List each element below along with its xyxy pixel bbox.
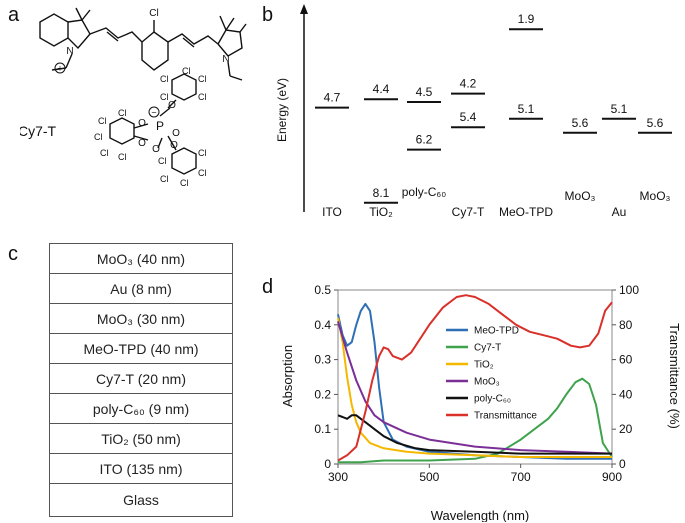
p-atom: P (156, 119, 164, 133)
energy-level-label: 4.5 (416, 85, 433, 99)
material-label: Cy7-T (452, 205, 485, 219)
cl-atom: Cl (160, 74, 169, 84)
x-tick-label: 300 (328, 470, 348, 484)
panel-letter-b: b (262, 4, 274, 26)
panel-letter-d: d (262, 276, 274, 298)
molecule-label: Cy7-T (20, 123, 57, 139)
stack-layer: MoO₃ (30 nm) (50, 304, 232, 334)
stack-layer: MoO₃ (40 nm) (50, 244, 232, 274)
cl-atom: Cl (182, 66, 191, 76)
y-tick-label: 0.1 (314, 422, 331, 436)
series-line (337, 317, 612, 458)
energy-level-label: 8.1 (373, 186, 390, 200)
material-label: MeO-TPD (499, 205, 553, 219)
cl-atom: Cl (98, 116, 107, 126)
legend-label: MeO-TPD (474, 326, 519, 337)
energy-level-label: 6.2 (416, 133, 433, 147)
energy-level-label: 5.6 (572, 116, 589, 130)
y2-tick-label: 80 (619, 318, 633, 332)
y-axis-label: Absorption (280, 345, 295, 407)
y2-tick-label: 100 (619, 283, 639, 297)
energy-level-label: 5.1 (611, 102, 628, 116)
cl-atom: Cl (158, 156, 167, 166)
series-line (338, 377, 613, 464)
energy-level-label: 5.4 (460, 110, 477, 124)
minus-charge: − (151, 108, 156, 118)
stack-layer: poly-C₆₀ (9 nm) (50, 394, 232, 424)
stack-layer: Cy7-T (20 nm) (50, 364, 232, 394)
y-tick-label: 0.3 (314, 353, 331, 367)
y-tick-label: 0.4 (314, 318, 331, 332)
energy-level-label: 1.9 (518, 12, 535, 26)
cl-atom-center: Cl (149, 8, 158, 19)
plus-charge: + (57, 64, 62, 74)
y-tick-label: 0.5 (314, 283, 331, 297)
o-atom-5: O (152, 144, 160, 155)
x-axis-label: Wavelength (nm) (431, 508, 530, 522)
stack-layer: ITO (135 nm) (50, 454, 232, 484)
y2-tick-label: 0 (619, 457, 626, 471)
cl-atom: Cl (160, 92, 169, 102)
material-label: ITO (322, 205, 342, 219)
o-atom-6: O (170, 140, 178, 151)
n-atom-right: N (222, 54, 229, 65)
cl-atom: Cl (94, 132, 103, 142)
y2-tick-label: 60 (619, 353, 633, 367)
stack-layer: Au (8 nm) (50, 274, 232, 304)
o-atom-4: O (172, 128, 180, 139)
o-atom-3: O (138, 138, 146, 149)
energy-level-label: 4.4 (373, 82, 390, 96)
energy-level-label: 4.2 (460, 77, 477, 91)
x-tick-label: 700 (511, 470, 531, 484)
cl-atom: Cl (198, 168, 207, 178)
legend-label: poly-C₆₀ (474, 394, 511, 405)
o-atom-2: O (138, 118, 146, 129)
y-tick-label: 0 (324, 457, 331, 471)
y2-tick-label: 40 (619, 387, 633, 401)
energy-level-diagram: Energy (eV) 4.7 4.4 8.1 4.5 6.2 4.2 5.4 1.9 5.1 5… (275, 4, 672, 219)
legend-label: TiO₂ (474, 360, 494, 371)
stack-layer: Glass (123, 492, 159, 508)
plot-frame (337, 289, 613, 465)
x-tick-label: 500 (419, 470, 439, 484)
device-stack: MoO₃ (40 nm)Au (8 nm)MoO₃ (30 nm)MeO-TPD… (49, 243, 233, 517)
n-atom-left: N (66, 46, 73, 57)
stack-layer: MeO-TPD (40 nm) (50, 334, 232, 364)
cl-atom: Cl (198, 74, 207, 84)
series-line (337, 321, 613, 455)
cl-atom: Cl (180, 178, 189, 188)
legend-label: Cy7-T (474, 343, 501, 354)
stack-layer: TiO₂ (50 nm) (50, 424, 232, 454)
molecule-structure: Cl N N P O O O O O O Cl Cl Cl Cl Cl Cl C… (20, 7, 247, 188)
energy-level-label: 5.6 (647, 116, 664, 130)
y2-tick-label: 20 (619, 422, 633, 436)
panel-letter-a: a (8, 4, 20, 26)
material-label: MoO₃ (640, 189, 671, 203)
cl-atom: Cl (100, 148, 109, 158)
y-tick-label: 0.2 (314, 387, 331, 401)
cl-atom: Cl (198, 148, 207, 158)
energy-level-label: 5.1 (518, 102, 535, 116)
material-label: TiO₂ (369, 205, 393, 219)
y2-axis-label: Transmittance (%) (667, 323, 682, 429)
o-atom-1: O (168, 100, 176, 111)
x-tick-label: 900 (602, 470, 622, 484)
material-label: MoO₃ (565, 189, 596, 203)
energy-axis-label: Energy (eV) (275, 78, 289, 142)
cl-atom: Cl (160, 174, 169, 184)
absorption-chart: Absorption Transmittance (%) Wavelength … (280, 283, 682, 522)
series-line (337, 294, 613, 462)
material-label: Au (612, 205, 627, 219)
panel-letter-c: c (8, 243, 18, 265)
cl-atom: Cl (118, 152, 127, 162)
legend-label: MoO₃ (474, 377, 500, 388)
material-label: poly-C₆₀ (402, 185, 447, 199)
energy-axis-arrow-icon (300, 4, 308, 14)
series-line (337, 414, 612, 455)
energy-level-label: 4.7 (324, 91, 341, 105)
legend-label: Transmittance (474, 411, 537, 422)
cl-atom: Cl (118, 108, 127, 118)
cl-atom: Cl (198, 92, 207, 102)
